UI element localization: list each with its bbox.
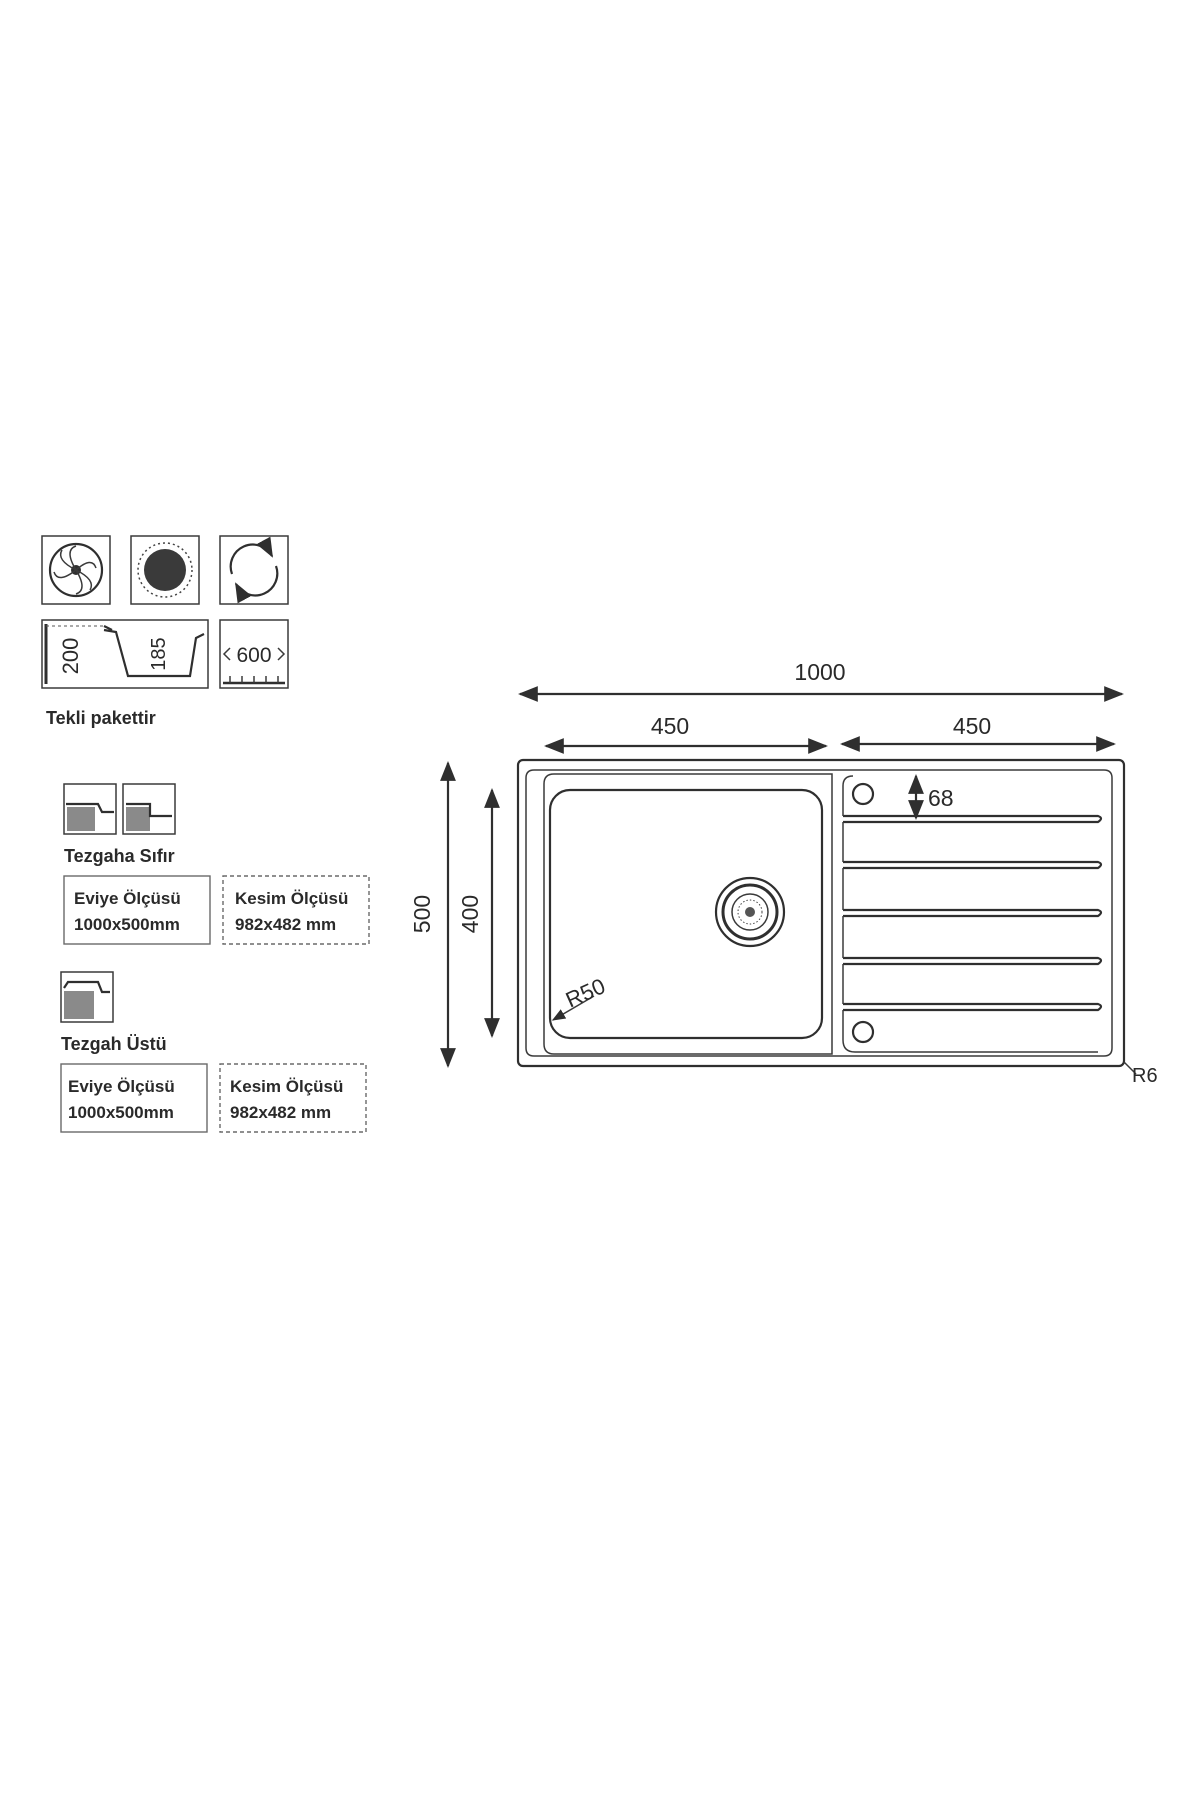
tap-hole-top: [851, 782, 875, 806]
flush-cutout-value: 982x482 mm: [235, 915, 336, 934]
bowl-basin: [548, 788, 824, 1040]
dim-bowl-radius: R50: [562, 973, 609, 1012]
drain-strainer: [714, 876, 786, 948]
cabinet-width-panel: 600: [219, 619, 289, 689]
dim-overall-depth: 500: [409, 895, 435, 933]
drainer-grooves: [842, 775, 1103, 1053]
feature-icons-row: [41, 535, 289, 605]
mount-top-title: Tezgah Üstü: [61, 1034, 167, 1054]
tap-hole-bottom: [851, 1020, 875, 1044]
dim-tap-hole-offset: 68: [928, 785, 954, 811]
mount-flush-section: Tezgaha Sıfır Eviye Ölçüsü 1000x500mm Ke…: [63, 783, 370, 945]
package-note: Tekli pakettir: [46, 708, 156, 728]
flush-cutout-label: Kesim Ölçüsü: [235, 889, 348, 908]
dim-corner-radius: R6: [1132, 1065, 1158, 1087]
top-mount-icon: [60, 971, 114, 1023]
flush-sink-size-value: 1000x500mm: [74, 915, 180, 934]
profile-height-inner: 185: [148, 637, 170, 670]
dim-bowl-depth: 400: [457, 895, 483, 933]
profile-height-outer: 200: [58, 638, 83, 675]
top-sink-size-label: Eviye Ölçüsü: [68, 1077, 175, 1096]
mount-flush-title: Tezgaha Sıfır: [64, 846, 175, 866]
cabinet-width-value: 600: [236, 644, 271, 667]
top-cutout-label: Kesim Ölçüsü: [230, 1077, 343, 1096]
bowl-recess: [543, 773, 833, 1055]
sink-outer-frame: [516, 758, 1126, 1068]
flush-sink-size-label: Eviye Ölçüsü: [74, 889, 181, 908]
dim-drainer-width: 450: [953, 713, 991, 739]
swirl-fan-icon: [41, 535, 111, 605]
bowl-profile-panel: 200 185: [41, 619, 209, 689]
top-cutout-value: 982x482 mm: [230, 1103, 331, 1122]
sink-plan-view: [516, 758, 1126, 1068]
dim-overall-width: 1000: [794, 659, 845, 685]
mount-top-section: Tezgah Üstü Eviye Ölçüsü 1000x500mm Kesi…: [60, 971, 367, 1133]
dimension-lines: 1000 450 450 500 400 68 R50 R6: [409, 659, 1158, 1087]
top-sink-size-value: 1000x500mm: [68, 1103, 174, 1122]
dim-bowl-width: 450: [651, 713, 689, 739]
filled-circle-icon: [130, 535, 200, 605]
sink-inner-rim: [525, 769, 1113, 1057]
rotation-arrows-icon: [219, 535, 289, 605]
flush-mount-icon: [63, 783, 176, 835]
